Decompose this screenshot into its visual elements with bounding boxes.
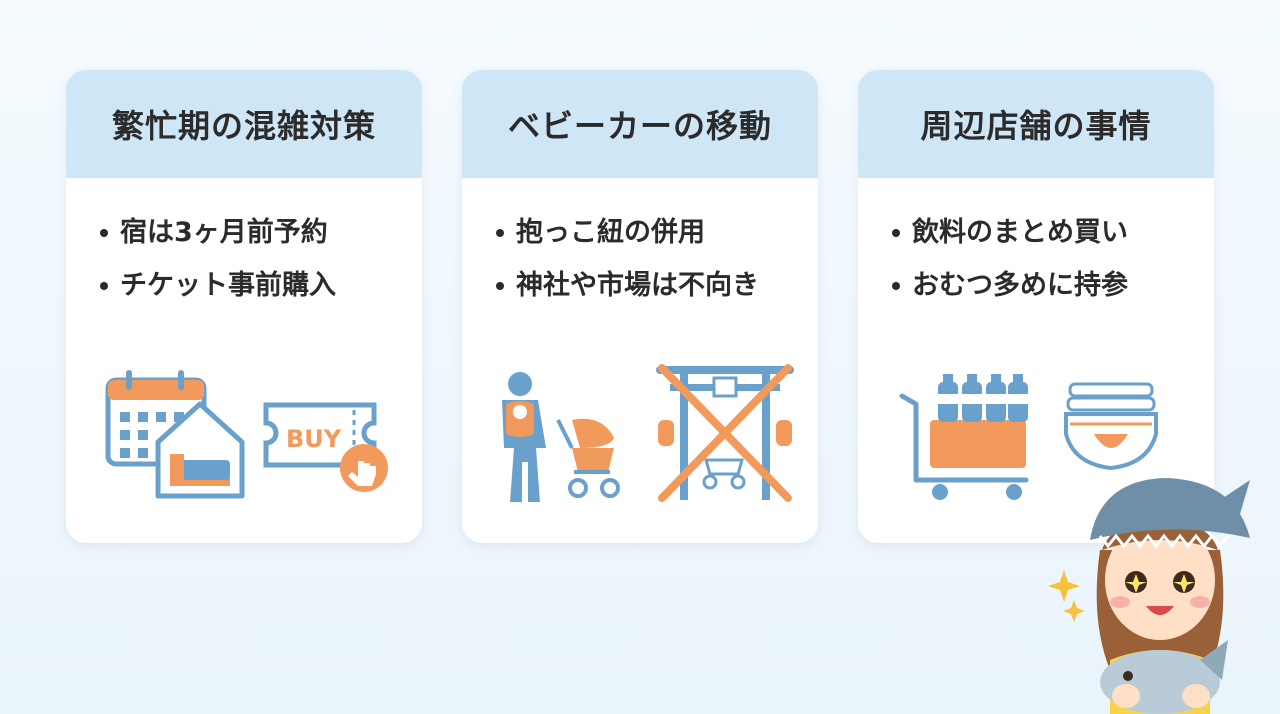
bullet-list: 宿は3ヶ月前予約 チケット事前購入 [66,178,422,312]
list-item-text: 宿は3ヶ月前予約 [120,217,328,248]
shopping-cart-icon [899,393,1029,500]
bullet-dot [892,228,900,237]
diaper-icon [1064,382,1158,471]
card-header: 繁忙期の混雑対策 [66,70,422,178]
illustration-booking: BUY [105,370,388,499]
bullet-dot [496,228,504,237]
list-item: 神社や市場は不向き [496,259,818,312]
ticket-label: BUY [286,425,342,453]
list-item-text: 抱っこ紐の併用 [516,217,705,248]
list-item: おむつ多めに持参 [892,259,1214,312]
baby-carrier-person-icon [502,372,546,502]
sparkle-icon [1048,570,1085,622]
bullet-dot [496,281,504,290]
card-header: ベビーカーの移動 [462,70,818,178]
card-title: 繁忙期の混雑対策 [111,107,376,145]
list-item-text: おむつ多めに持参 [912,270,1128,301]
bullet-dot [100,228,108,237]
list-item-text: 飲料のまとめ買い [912,217,1128,248]
card-stroller-travel: ベビーカーの移動 抱っこ紐の併用 神社や市場は不向き [462,70,818,543]
card-crowd-measures: 繁忙期の混雑対策 宿は3ヶ月前予約 チケット事前購入 BUY [66,70,422,543]
card-title: 周辺店舗の事情 [920,107,1152,145]
list-item-text: チケット事前購入 [120,270,336,301]
mascot-girl-with-shark-hat [1048,478,1250,714]
bullet-dot [100,281,108,290]
list-item-text: 神社や市場は不向き [516,270,759,301]
list-item: 飲料のまとめ買い [892,206,1214,259]
tap-hand-icon [340,444,388,492]
card-header: 周辺店舗の事情 [858,70,1214,178]
card-title: ベビーカーの移動 [507,107,772,145]
bullet-dot [892,281,900,290]
bullet-list: 抱っこ紐の併用 神社や市場は不向き [462,178,818,312]
torii-gate-icon [656,366,794,500]
illustration-stroller [502,364,794,502]
card-local-stores: 周辺店舗の事情 飲料のまとめ買い おむつ多めに持参 [858,70,1214,543]
bullet-list: 飲料のまとめ買い おむつ多めに持参 [858,178,1214,312]
list-item: 宿は3ヶ月前予約 [100,206,422,259]
list-item: チケット事前購入 [100,259,422,312]
list-item: 抱っこ紐の併用 [496,206,818,259]
stroller-icon [556,418,620,498]
illustration-shopping [899,374,1158,500]
bottles-icon [938,374,1028,422]
cross-mark-icon [658,364,792,502]
lodging-icon [155,401,245,499]
